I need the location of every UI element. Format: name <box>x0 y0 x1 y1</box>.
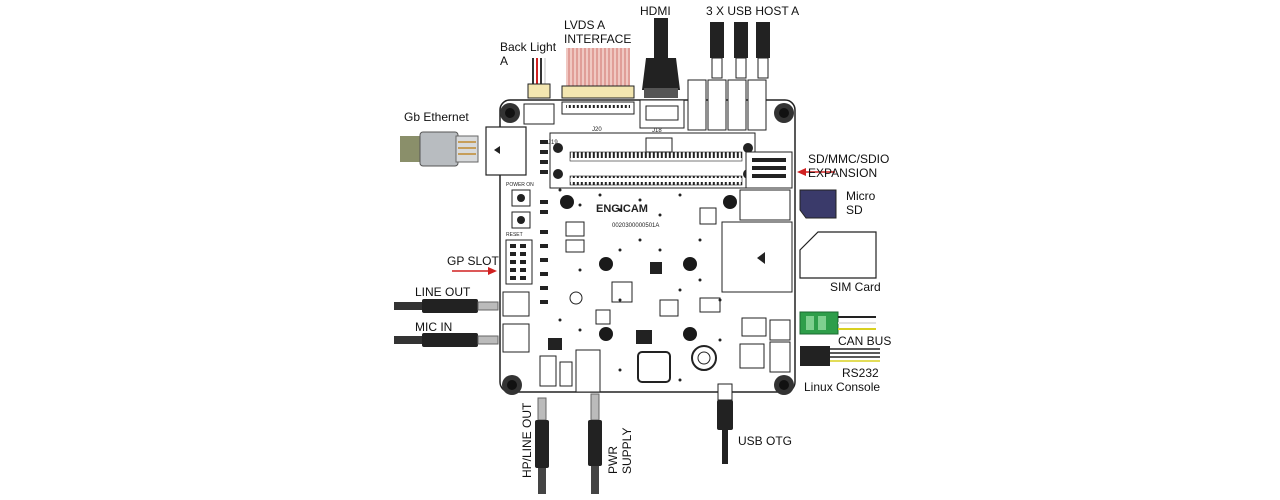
silk-j20: J20 <box>592 127 602 133</box>
pwr-label-line1: PWR <box>606 446 620 474</box>
microsd-label-line1: Micro <box>846 189 876 203</box>
ethernet-board-jack <box>485 126 527 176</box>
sim-board-holder <box>721 221 793 293</box>
sd-expansion-label-line2: EXPANSION <box>808 166 878 180</box>
hdmi-label: HDMI <box>640 4 671 18</box>
rs232-cable <box>800 346 880 366</box>
rs232-label: RS232 <box>842 366 879 380</box>
backlight-board-connector <box>523 103 555 125</box>
line-out-plug <box>394 299 499 313</box>
microsd-board-slot <box>739 189 791 221</box>
lvds-ribbon-cable <box>561 48 635 99</box>
pwr-label-line2: SUPPLY <box>620 427 634 474</box>
backlight-cable <box>527 58 551 99</box>
silk-power-on: POWER ON <box>506 182 534 188</box>
backlight-label-line2: A <box>500 54 509 68</box>
sim-card <box>799 231 877 279</box>
lvds-label-line1: LVDS A <box>564 18 606 32</box>
board-components <box>539 137 791 393</box>
microsd-card <box>799 189 837 219</box>
hdmi-cable <box>642 18 680 98</box>
silk-j18: J18 <box>652 128 662 134</box>
gp-slot-arrow <box>452 267 497 275</box>
board-logo: ENGICAM <box>596 203 648 215</box>
mounting-holes <box>500 103 794 395</box>
silk-reset: RESET <box>506 232 523 238</box>
usb-host-label: 3 X USB HOST A <box>706 4 800 18</box>
linux-console-label: Linux Console <box>804 380 881 394</box>
line-out-label: LINE OUT <box>415 285 471 299</box>
pwr-supply-plug <box>588 393 602 494</box>
sd-arrow <box>797 168 835 176</box>
sim-card-label: SIM Card <box>830 280 881 294</box>
can-bus-label: CAN BUS <box>838 334 892 348</box>
standoffs <box>560 195 737 341</box>
mic-in-board-jack <box>502 323 530 353</box>
backlight-label-line1: Back Light <box>500 40 557 54</box>
usb-otg-cable <box>717 383 733 464</box>
usb-otg-label: USB OTG <box>738 434 793 448</box>
gp-slot-header <box>505 239 533 285</box>
hp-line-out-label: HP/LINE OUT <box>520 402 534 478</box>
sd-expansion-label-line1: SD/MMC/SDIO <box>808 152 890 166</box>
lvds-label-line2: INTERFACE <box>564 32 632 46</box>
gb-ethernet-label: Gb Ethernet <box>404 110 469 124</box>
line-out-board-jack <box>502 291 530 317</box>
gp-slot-label: GP SLOT <box>447 254 499 268</box>
microsd-label-line2: SD <box>846 203 863 217</box>
usb-host-cables <box>710 22 770 79</box>
hdmi-board-connector <box>639 99 685 129</box>
mic-in-label: MIC IN <box>415 320 453 334</box>
silk-j19: J19 <box>548 140 558 146</box>
hp-line-out-plug <box>535 397 549 494</box>
usb-host-board-ports <box>687 79 767 131</box>
can-bus-connector <box>799 311 876 335</box>
mic-in-plug <box>394 333 499 347</box>
board-part-number: 0020300000501A <box>612 223 659 229</box>
left-passive-strip <box>540 140 548 304</box>
ethernet-cable <box>400 131 479 167</box>
